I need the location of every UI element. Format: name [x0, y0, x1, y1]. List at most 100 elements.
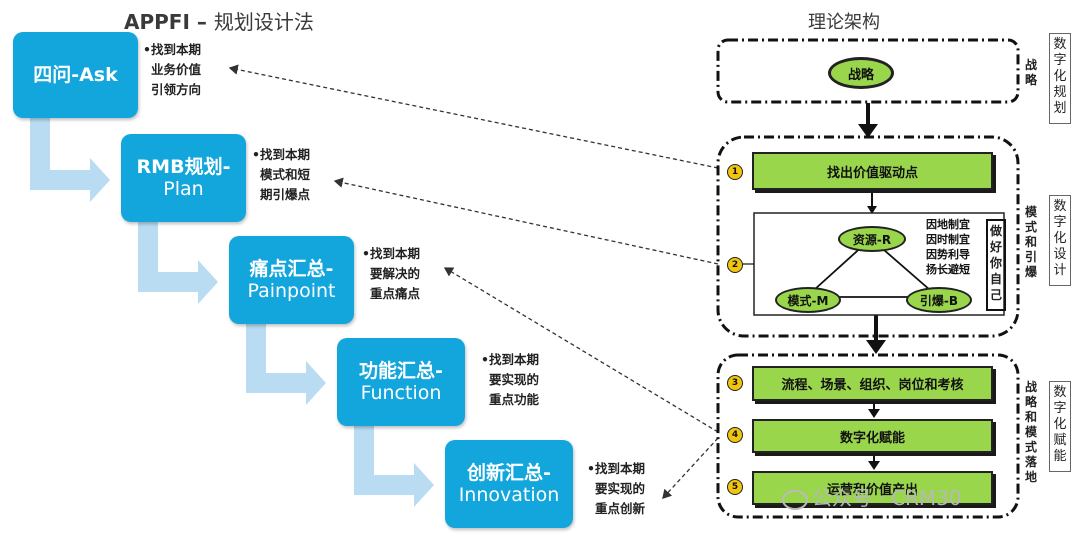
note-ask-line: 业务价值	[151, 62, 202, 77]
note-plan-line: 期引爆点	[260, 187, 311, 202]
oval-resource: 资源-R	[838, 226, 906, 252]
step-plan-line2: Plan	[163, 178, 204, 200]
watermark: 公众号 · CRM30	[782, 482, 962, 511]
rule-item: 扬长避短	[926, 263, 970, 276]
label-landing: 战 略 和 模 式 落 地	[1024, 380, 1038, 485]
label-char: 略	[1024, 73, 1037, 87]
rules-list: 因地制宜 因时制宜 因势利导 扬长避短	[926, 217, 970, 277]
leader-line-4	[662, 437, 719, 499]
be-yourself-char: 做	[989, 224, 1002, 238]
watermark-text: 公众号 · CRM30	[812, 486, 962, 510]
column-char: 规	[1053, 85, 1067, 100]
be-yourself-char: 自	[989, 272, 1002, 286]
step-ask: 四问-Ask	[13, 32, 138, 118]
column-char: 字	[1053, 215, 1067, 230]
column-char: 赋	[1053, 433, 1067, 448]
number-badge: 4	[727, 427, 743, 443]
note-innovation-line: 重点创新	[595, 501, 646, 516]
note-painpoint-line: 要解决的	[370, 266, 421, 281]
title-dash: –	[189, 10, 214, 34]
note-ask-line: 引领方向	[151, 82, 202, 97]
step-plan: RMB规划- Plan	[121, 134, 246, 222]
label-char: 和	[1024, 410, 1037, 424]
note-innovation: •找到本期 要实现的 重点创新	[587, 459, 645, 519]
column-char: 数	[1053, 199, 1067, 214]
chevron-arrow-4	[354, 426, 434, 507]
label-char: 落	[1024, 455, 1037, 469]
chevron-arrow-2	[138, 222, 218, 304]
number-badge: 3	[727, 375, 743, 391]
note-function: •找到本期 要实现的 重点功能	[481, 350, 539, 410]
label-strategy: 战 略	[1024, 58, 1038, 88]
title-brand: APPFI	[124, 10, 190, 34]
number-badge: 2	[727, 257, 743, 273]
label-char: 引	[1024, 250, 1037, 264]
strategy-frame	[716, 38, 1020, 104]
column-char: 化	[1053, 231, 1067, 246]
step-painpoint: 痛点汇总- Painpoint	[229, 236, 354, 324]
column-digital-planning: 数 字 化 规 划	[1049, 33, 1071, 124]
column-char: 数	[1053, 37, 1067, 52]
step-painpoint-line1: 痛点汇总-	[249, 258, 334, 280]
column-char: 数	[1053, 385, 1067, 400]
column-char: 化	[1053, 417, 1067, 432]
page-title: APPFI – 规划设计法	[124, 6, 314, 35]
note-function-line: •找到本期	[481, 352, 539, 367]
step-function-line2: Function	[360, 382, 442, 404]
note-painpoint: •找到本期 要解决的 重点痛点	[362, 244, 420, 304]
oval-model: 模式-M	[775, 287, 841, 313]
bar-digital-enable: 数字化赋能	[752, 419, 993, 453]
label-char: 战	[1024, 58, 1037, 72]
note-function-line: 重点功能	[489, 392, 540, 407]
note-ask-line: •找到本期	[143, 42, 201, 57]
note-plan: •找到本期 模式和短 期引爆点	[252, 145, 310, 205]
bar-process: 流程、场景、组织、岗位和考核	[752, 366, 993, 401]
step-innovation: 创新汇总- Innovation	[445, 440, 573, 528]
note-function-line: 要实现的	[489, 372, 540, 387]
rule-item: 因时制宜	[926, 233, 970, 246]
be-yourself-char: 你	[989, 256, 1002, 270]
leader-line-2	[333, 177, 719, 265]
step-plan-line1: RMB规划-	[136, 156, 231, 178]
label-char: 式	[1024, 220, 1037, 234]
note-plan-line: 模式和短	[260, 167, 311, 182]
label-model-trigger: 模 式 和 引 爆	[1024, 205, 1038, 280]
step-innovation-line1: 创新汇总-	[467, 462, 551, 484]
column-char: 设	[1053, 247, 1067, 262]
be-yourself-char: 己	[989, 288, 1002, 302]
column-digital-design: 数 字 化 设 计	[1049, 195, 1071, 286]
column-char: 字	[1053, 53, 1067, 68]
framework-title: 理论架构	[808, 12, 880, 33]
step-function-line1: 功能汇总-	[359, 360, 443, 382]
step-innovation-line2: Innovation	[458, 484, 560, 506]
bar-value-drivers: 找出价值驱动点	[752, 152, 993, 190]
note-painpoint-line: 重点痛点	[370, 286, 421, 301]
label-char: 模	[1024, 425, 1037, 439]
label-char: 和	[1024, 235, 1037, 249]
chevron-arrow-3	[246, 324, 326, 405]
column-char: 计	[1053, 263, 1067, 278]
be-yourself-char: 好	[989, 240, 1002, 254]
label-char: 战	[1024, 380, 1037, 394]
rule-item: 因势利导	[926, 248, 970, 261]
chevron-arrow-1	[30, 118, 110, 202]
wechat-icon	[782, 489, 808, 510]
rule-item: 因地制宜	[926, 218, 970, 231]
label-char: 地	[1024, 470, 1037, 484]
column-char: 化	[1053, 69, 1067, 84]
bar-operations: 运营和价值产出	[752, 471, 993, 505]
number-badge: 5	[727, 479, 743, 495]
be-yourself-box: 做 好 你 自 己	[986, 219, 1006, 311]
label-char: 式	[1024, 440, 1037, 454]
step-function: 功能汇总- Function	[337, 338, 465, 426]
note-plan-line: •找到本期	[252, 147, 310, 162]
column-char: 划	[1053, 101, 1067, 116]
step-painpoint-line2: Painpoint	[247, 280, 336, 302]
step-ask-label: 四问-Ask	[33, 64, 118, 86]
note-innovation-line: 要实现的	[595, 481, 646, 496]
column-char: 字	[1053, 401, 1067, 416]
column-char: 能	[1053, 449, 1067, 464]
title-subtitle: 规划设计法	[213, 10, 314, 34]
label-char: 爆	[1024, 265, 1037, 279]
label-char: 略	[1024, 395, 1037, 409]
